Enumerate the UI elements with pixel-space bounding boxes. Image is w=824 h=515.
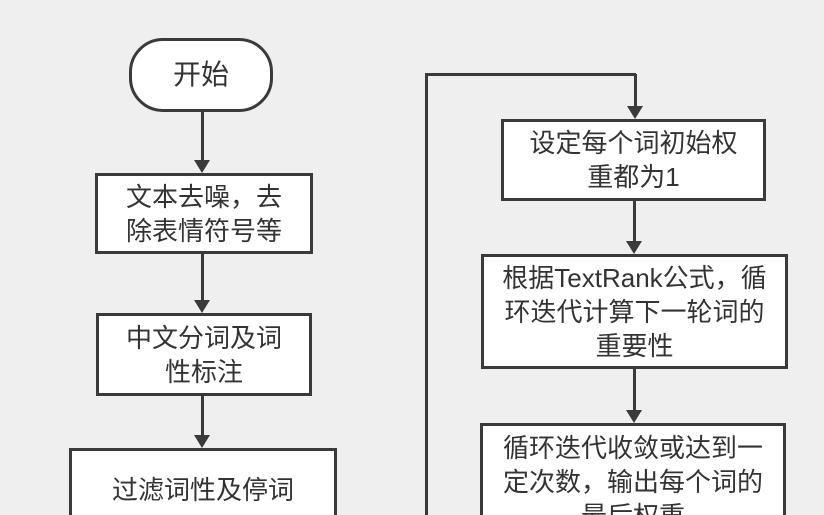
arrow-textrank-to-converge <box>626 369 642 423</box>
arrow-head-icon <box>626 410 642 423</box>
arrow-segment-to-filter <box>194 396 210 448</box>
arrow-head-icon <box>627 106 643 119</box>
filter-node: 过滤词性及停词 <box>69 448 337 515</box>
arrow-shaft <box>632 201 636 241</box>
init-weight-node: 设定每个词初始权 重都为1 <box>501 119 766 201</box>
arrow-head-icon <box>194 300 210 313</box>
arrow-shaft <box>632 369 636 410</box>
arrow-shaft <box>200 396 204 435</box>
arrow-loop-to-init-weight <box>627 74 643 119</box>
arrow-head-icon <box>194 160 210 173</box>
arrow-shaft <box>200 111 204 160</box>
textrank-iter-node: 根据TextRank公式，循 环迭代计算下一轮词的 重要性 <box>481 254 788 369</box>
arrow-denoise-to-segment <box>194 254 210 313</box>
arrow-init-to-textrank <box>626 201 642 254</box>
denoise-node: 文本去噪，去 除表情符号等 <box>95 173 313 254</box>
segment-node: 中文分词及词 性标注 <box>96 313 312 396</box>
arrow-head-icon <box>626 241 642 254</box>
start-node: 开始 <box>129 38 273 112</box>
arrow-start-to-denoise <box>194 111 210 173</box>
converge-output-node: 循环迭代收敛或达到一 定次数，输出每个词的 最后权重 <box>480 423 786 515</box>
arrow-shaft <box>633 74 637 106</box>
arrow-shaft <box>200 254 204 300</box>
arrow-head-icon <box>194 435 210 448</box>
loop-back-connector <box>425 73 636 515</box>
